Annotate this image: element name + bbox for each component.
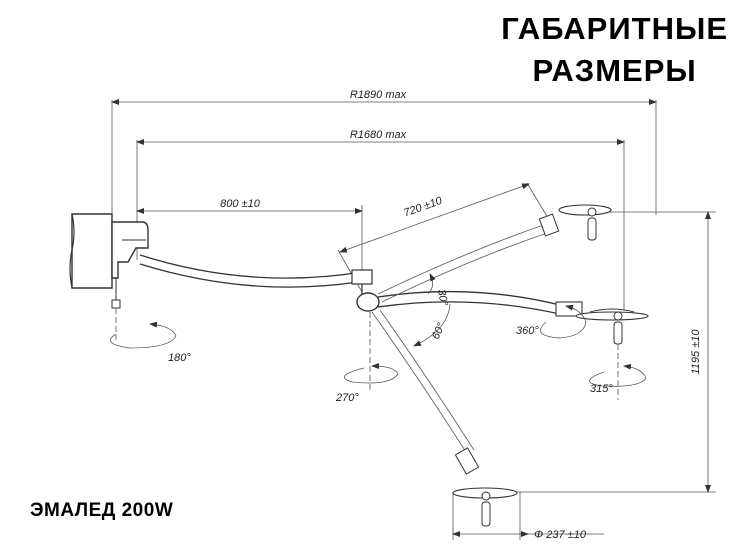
angle-label-60: 60° [430,321,448,342]
spring-arm-lowered [371,309,518,527]
spring-arm-raised [377,204,612,303]
dimension-label-height: 1195 ±10 [690,329,702,375]
main-arm [139,254,380,312]
dimension-reach-max: R1890 max [111,89,657,215]
dimension-label-reach-arm: R1680 max [350,129,407,141]
rotation-315: 315° [589,363,647,395]
dimension-head-diameter: Φ 237 ±10 [452,492,604,541]
wall-mount [69,213,149,340]
dimension-height: 1195 ±10 [500,211,716,493]
rotation-30: 30° [427,273,450,307]
title-line-1: ГАБАРИТНЫЕ [501,11,728,46]
angle-label-180: 180° [168,352,191,364]
rotation-270: 270° [335,363,399,404]
title-line-2: РАЗМЕРЫ [532,53,697,88]
rotation-360: 360° [516,304,587,339]
rotation-60: 60° [413,303,451,347]
dimension-label-arm1: 800 ±10 [220,198,261,210]
dimension-label-head-diameter: Φ 237 ±10 [534,529,587,541]
page-title: ГАБАРИТНЫЕ РАЗМЕРЫ [501,8,728,92]
rotation-180: 180° [110,321,191,364]
angle-label-270: 270° [335,392,359,404]
dimension-label-arm2: 720 ±10 [402,195,444,220]
angle-label-360: 360° [516,325,539,337]
dimension-label-reach-max: R1890 max [350,89,407,101]
angle-label-30: 30° [435,288,450,307]
spring-arm-horizontal [377,290,649,400]
angle-label-315: 315° [590,383,613,395]
dimension-reach-arm: R1680 max [136,129,625,310]
model-label: ЭМАЛЕД 200W [30,500,174,521]
